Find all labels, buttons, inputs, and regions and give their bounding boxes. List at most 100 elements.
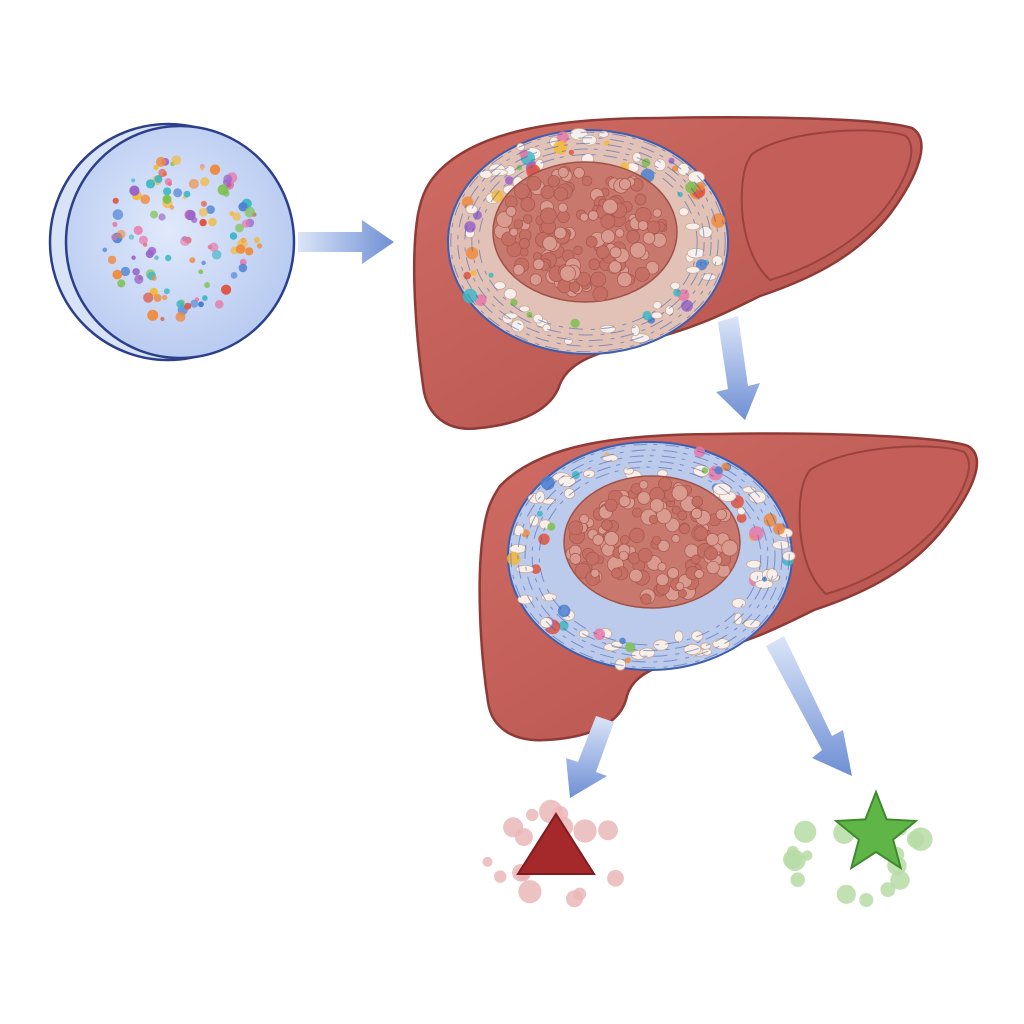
ring-cell xyxy=(582,469,596,479)
dish-cell xyxy=(191,216,198,223)
ring-cell xyxy=(677,163,690,176)
dish-cell xyxy=(198,207,208,217)
ring-cell xyxy=(593,628,606,641)
star-marker-shape xyxy=(833,789,919,871)
dish-cell xyxy=(235,244,246,254)
core-cell xyxy=(505,206,517,217)
core-cell xyxy=(540,185,555,200)
core-cell xyxy=(557,210,570,224)
ring-cell xyxy=(652,301,662,310)
ring-cell xyxy=(542,323,552,332)
core-cell xyxy=(542,235,558,251)
ring-cell xyxy=(528,514,540,527)
core-cell xyxy=(602,198,618,215)
dish-cell xyxy=(209,242,219,252)
dish-cell xyxy=(180,236,190,247)
ring-cell xyxy=(513,524,525,537)
ring-cell xyxy=(488,272,494,278)
ring-cell xyxy=(568,149,575,155)
ring-cell xyxy=(516,142,526,151)
ring-cell xyxy=(695,259,708,271)
dish-cell xyxy=(129,185,140,196)
core-cell xyxy=(557,166,569,178)
dish-cell xyxy=(211,249,222,260)
ring-cell xyxy=(701,467,709,474)
core-cell xyxy=(581,175,593,187)
core-cell xyxy=(691,508,703,520)
ring-cell xyxy=(678,207,690,217)
ring-cell xyxy=(539,617,553,629)
core-cell xyxy=(601,229,616,244)
vessel-line xyxy=(531,460,769,652)
ring-cell xyxy=(746,559,762,569)
arrow-liver-to-liver xyxy=(716,316,760,420)
dish-cell xyxy=(158,168,167,178)
core-cell xyxy=(637,547,653,563)
dish-cell xyxy=(198,269,204,275)
core-cell xyxy=(569,281,581,293)
ring-cell xyxy=(515,564,535,574)
dish-cell xyxy=(173,188,183,198)
dish-cell xyxy=(256,243,263,249)
dish-cell xyxy=(208,217,217,227)
vessel-line xyxy=(478,154,698,330)
dish-cell xyxy=(162,294,168,301)
core-cell xyxy=(587,210,599,221)
dish-cell xyxy=(201,260,206,266)
core-cell xyxy=(600,214,616,230)
ring-cell xyxy=(632,152,642,163)
dish-cell xyxy=(147,309,159,321)
ring-cell xyxy=(517,594,534,605)
ring-cell xyxy=(558,620,569,631)
dish-cell xyxy=(151,275,157,281)
dish-cell xyxy=(200,177,210,187)
ring-cell xyxy=(538,533,550,545)
core-cell xyxy=(573,245,583,255)
core-cell xyxy=(520,197,536,212)
marker-dot xyxy=(909,827,933,851)
ring-cell xyxy=(671,165,678,172)
vessel-line xyxy=(524,455,776,657)
liver-first-core-cells xyxy=(494,165,668,302)
core-cell xyxy=(656,573,669,587)
ring-cell xyxy=(651,311,663,320)
core-cell xyxy=(634,193,647,206)
dish-cell xyxy=(140,194,151,205)
dish-cell xyxy=(230,272,238,279)
ring-cell xyxy=(505,176,514,185)
core-cell xyxy=(648,514,658,524)
core-cell xyxy=(640,593,652,605)
ring-cell xyxy=(642,310,652,321)
core-cell xyxy=(604,498,618,512)
core-cell xyxy=(540,207,557,225)
arrow-liver-to-triangle xyxy=(566,716,614,798)
dish-cell xyxy=(112,269,123,280)
core-cell xyxy=(559,265,576,282)
marker-dot xyxy=(494,870,507,883)
ring-cell xyxy=(685,266,701,274)
marker-dot xyxy=(573,887,587,901)
ring-cell xyxy=(681,300,693,312)
vessel-line xyxy=(464,142,712,342)
core-cell xyxy=(639,480,649,490)
marker-dot xyxy=(802,850,813,861)
dish-cell xyxy=(112,209,124,220)
dish-cell xyxy=(238,202,248,212)
core-cell xyxy=(519,247,529,257)
vessel-line xyxy=(457,137,719,347)
dish-cell xyxy=(154,255,159,260)
dish-cell xyxy=(221,284,232,295)
dish-cell-cluster xyxy=(102,155,263,322)
marker-dot xyxy=(880,882,896,898)
core-cell xyxy=(509,227,519,237)
triangle-marker-shape xyxy=(516,812,596,875)
dish-cell xyxy=(160,316,165,322)
ring-cell xyxy=(557,604,571,618)
dish-cell xyxy=(189,257,196,264)
marker-dot xyxy=(794,820,817,843)
triangle-marker-icon xyxy=(482,799,624,908)
marker-dot xyxy=(514,828,533,847)
core-cell xyxy=(671,505,681,515)
core-cell xyxy=(608,260,622,274)
